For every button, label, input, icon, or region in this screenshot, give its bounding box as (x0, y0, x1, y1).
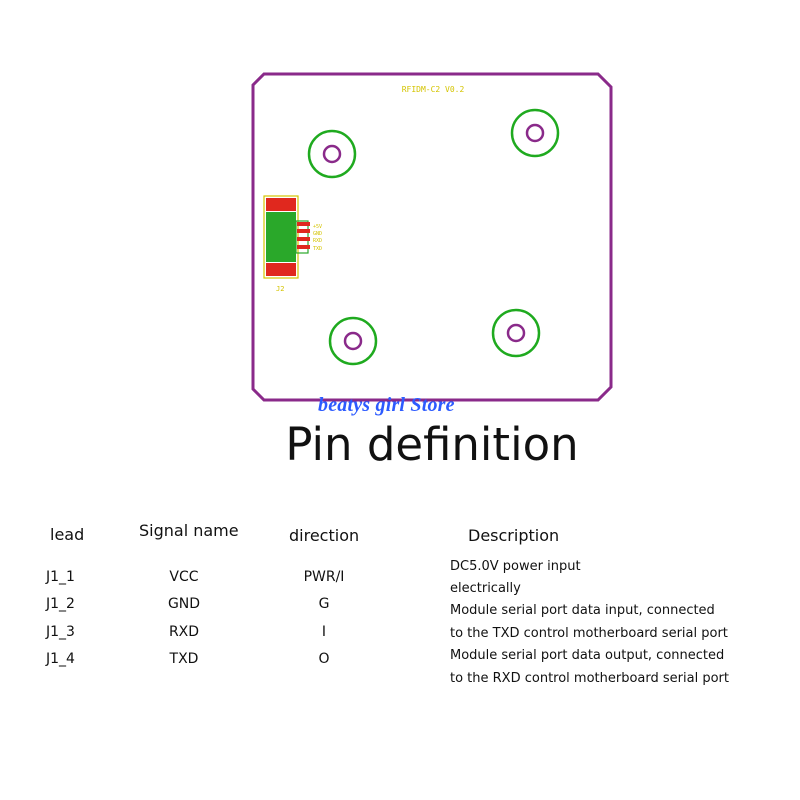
mount-hole-top-right (510, 108, 560, 158)
row-4-signal: TXD (169, 651, 199, 667)
row-4-direction: O (318, 651, 330, 667)
header-direction: direction (289, 526, 360, 545)
row-1-signal: VCC (169, 569, 199, 585)
header-lead: lead (50, 525, 85, 544)
mount-hole-bottom-left (328, 316, 378, 366)
row-3-lead: J1_3 (46, 624, 75, 640)
description-line-6: to the RXD control motherboard serial po… (450, 671, 729, 686)
description-line-1: DC5.0V power input (450, 559, 581, 574)
row-2-signal: GND (167, 596, 201, 612)
row-3-direction: I (321, 624, 327, 640)
connector-pin-label-2: GND (313, 231, 322, 237)
connector-pin-label-1: +5V (313, 224, 322, 230)
header-description: Description (468, 526, 560, 545)
row-2-direction: G (318, 596, 330, 612)
pcb-board-diagram: RFIDM-C2 V0.2 +5V GND RXD TXD J2 (251, 72, 613, 402)
header-signal-name: Signal name (139, 521, 239, 540)
connector-pin-label-4: TXD (313, 246, 322, 252)
row-1-lead: J1_1 (46, 569, 75, 585)
description-line-2: electrically (450, 581, 521, 596)
row-1-direction: PWR/I (303, 569, 345, 585)
mount-hole-bottom-right (491, 308, 541, 358)
connector-j2 (263, 195, 310, 279)
board-name-label: RFIDM-C2 V0.2 (402, 85, 465, 94)
page-title: Pin definition (285, 418, 579, 471)
row-2-lead: J1_2 (46, 596, 75, 612)
mount-hole-top-left (307, 129, 357, 179)
connector-pin-label-3: RXD (313, 238, 322, 244)
board-outline (251, 72, 613, 402)
row-4-lead: J1_4 (46, 651, 75, 667)
connector-ref-label: J2 (276, 285, 284, 293)
description-line-4: to the TXD control motherboard serial po… (450, 626, 728, 641)
description-line-5: Module serial port data output, connecte… (450, 648, 725, 663)
description-line-3: Module serial port data input, connected (450, 603, 715, 618)
row-3-signal: RXD (168, 624, 200, 640)
store-watermark: beatys girl Store (318, 394, 455, 416)
